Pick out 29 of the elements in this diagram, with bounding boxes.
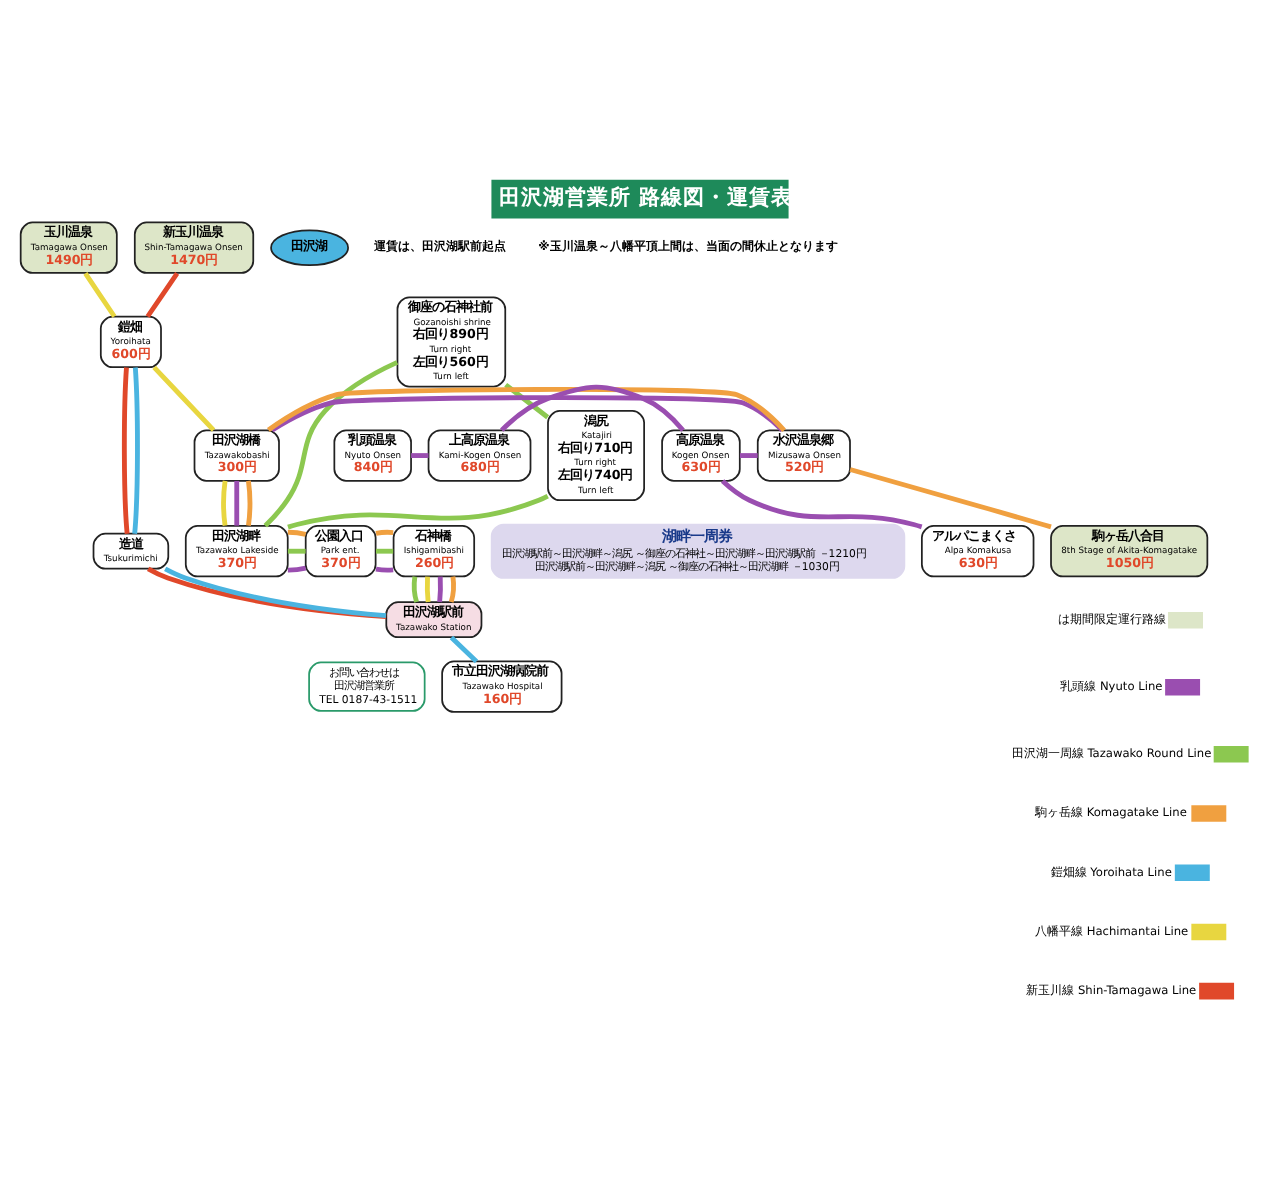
connector [121,367,130,534]
connector [437,576,443,603]
connector [739,453,758,458]
connector [132,367,140,534]
connector [375,529,394,536]
connector [500,384,685,432]
connector [849,467,1052,530]
connector [375,566,394,573]
connector [221,480,228,526]
connector [424,576,431,603]
connector [720,479,923,530]
connector [145,272,180,318]
connector [287,529,307,537]
connector [287,493,549,530]
connector [263,360,399,528]
connector [246,480,253,526]
connector [287,548,306,554]
connector [411,453,429,458]
connector [83,272,117,318]
connector [287,565,307,573]
connector [449,635,479,664]
connector [411,576,419,603]
connector [270,395,785,433]
connector [504,382,550,420]
connector [152,365,216,432]
connector [234,480,240,526]
connector [448,576,456,603]
connector [376,548,394,554]
connector [267,387,786,433]
